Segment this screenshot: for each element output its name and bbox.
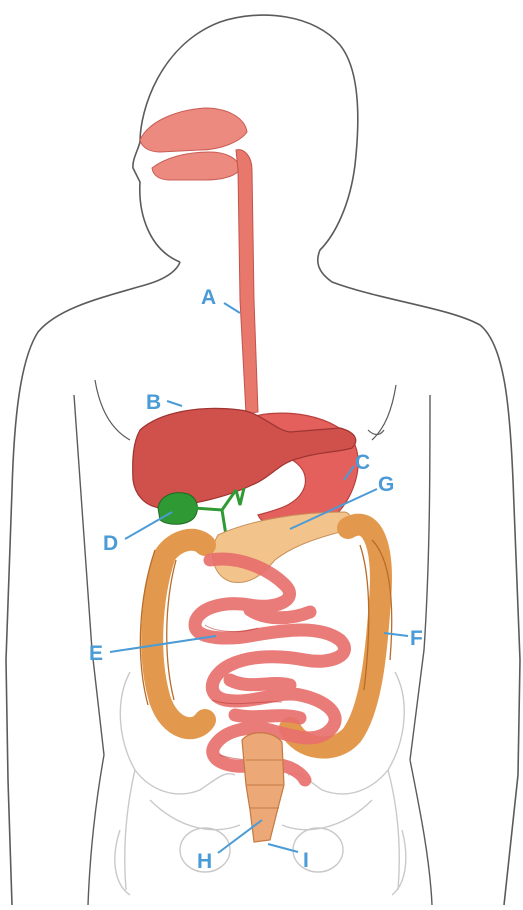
- label-i: I: [303, 850, 309, 871]
- gallbladder: [158, 493, 197, 525]
- leader-line-b: [167, 401, 182, 406]
- label-b: B: [146, 392, 161, 413]
- leader-line-a: [224, 303, 240, 313]
- mouth-tongue: [152, 152, 240, 180]
- leader-line-d: [125, 512, 172, 539]
- rectum: [242, 733, 284, 842]
- label-g: G: [378, 474, 394, 495]
- label-h: H: [197, 851, 212, 872]
- label-f: F: [410, 628, 423, 649]
- esophagus: [236, 150, 258, 414]
- label-a: A: [201, 287, 216, 308]
- label-e: E: [89, 643, 103, 664]
- nasal-cavity: [140, 108, 247, 152]
- label-c: C: [355, 452, 370, 473]
- pancreas: [213, 512, 352, 583]
- label-d: D: [103, 533, 118, 554]
